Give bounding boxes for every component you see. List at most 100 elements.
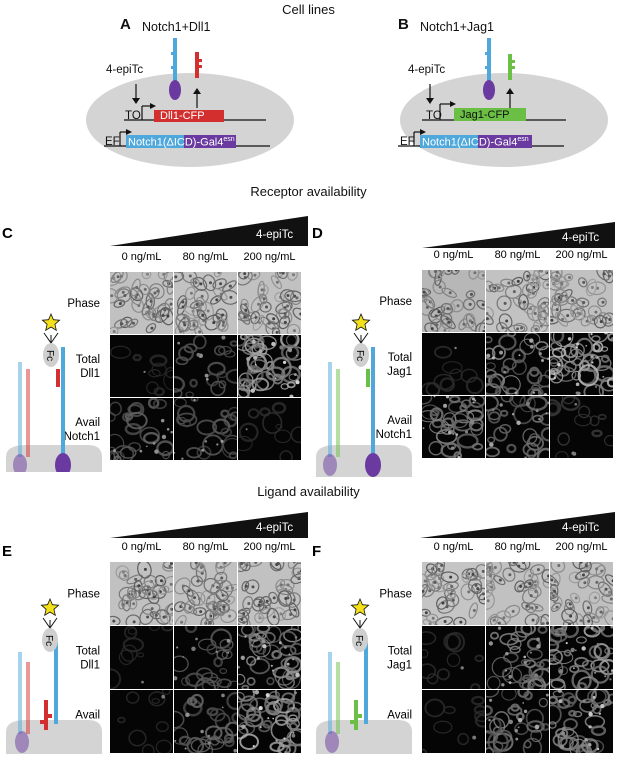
receptor-construct-text: Notch1(ΔICD)-Gal4 [422,136,518,149]
panel-b-letter: B [398,16,409,33]
row-label: Jag1 [387,660,412,672]
micrograph-tile [174,335,237,397]
row-label: Notch1 [64,431,100,443]
panel-a-inducer: 4-epiTc [106,64,144,76]
gal4-domain-icon [365,453,381,477]
micrograph-tile [550,270,613,332]
gal4-domain-icon [169,80,181,100]
binding-schematic: Fc [6,312,102,472]
row-label: Phase [379,589,412,601]
micrograph-tile [486,333,549,395]
panel-a-title: Notch1+Dll1 [142,20,211,34]
row-label: Total [76,354,100,366]
micrograph-tile [110,562,173,625]
micrograph-tile [422,690,485,753]
micrograph-tile [110,398,173,460]
fc-label: Fc [43,635,54,646]
wedge-inducer-label: 4-epiTc [562,522,599,534]
fc-domain-icon [42,628,58,652]
row-label: Phase [379,296,412,308]
receptor-construct-sup: esn [517,136,529,143]
gal4-domain-icon [483,80,495,100]
cell-lines-title: Cell lines [282,2,335,17]
jag1-ligand-icon [508,54,512,80]
concentration-wedge [110,512,308,538]
concentration-label: 200 ng/mL [556,249,608,261]
micrograph-tile [238,335,301,397]
wedge-inducer-label: 4-epiTc [256,522,293,534]
panel-a-to: TO [125,110,141,122]
fc-domain-icon [352,628,368,652]
receptor-construct-text: Notch1(ΔICD)-Gal4 [128,136,224,149]
fc-label: Fc [44,350,55,361]
micrograph-tile [550,690,613,753]
micrograph-tile [422,270,485,332]
ligand-availability-title: Ligand availability [257,484,360,499]
concentration-label: 0 ng/mL [434,541,474,553]
fluorophore-star-icon [351,312,371,332]
micrograph-tile [486,396,549,458]
row-label: Dll1 [80,368,100,380]
micrograph-tile [174,272,237,334]
micrograph-tile [174,562,237,625]
concentration-wedge [110,216,308,246]
dll1-cfp-gene [154,110,224,122]
binding-schematic: Fc [316,312,412,477]
micrograph-tile [110,335,173,397]
panel-a-letter: A [120,16,131,33]
concentration-label: 200 ng/mL [244,541,296,553]
notch-receptor-icon [371,347,375,457]
concentration-label: 200 ng/mL [244,251,296,263]
fluorophore-star-icon [41,312,61,332]
jag1-cfp-gene [454,108,526,121]
micrograph-tile [238,626,301,689]
micrograph-tile [238,272,301,334]
row-label: Avail [75,417,100,429]
row-label: Total [388,352,412,364]
concentration-label: 80 ng/mL [495,249,541,261]
fc-domain-icon [353,343,369,367]
row-label: Phase [67,298,100,310]
notch-receptor-icon [173,38,177,82]
micrograph-tile [174,398,237,460]
row-label: Avail [75,710,100,722]
panel-a-receptor-construct: Notch1(ΔICD)-Gal4esn [128,136,235,149]
concentration-wedge [422,222,615,248]
concentration-label: 0 ng/mL [122,251,162,263]
fc-label: Fc [353,635,364,646]
binding-schematic: Fc [316,597,412,754]
notch-probe-icon [364,642,368,724]
micrograph-tile [422,396,485,458]
micrograph-tile [550,626,613,689]
panel-letter: D [312,225,323,242]
row-label: Notch1 [376,429,412,441]
micrograph-tile [110,690,173,753]
row-label: Avail [387,710,412,722]
receptor-availability-title: Receptor availability [250,184,367,199]
panel-a-ef: EF [105,136,120,148]
concentration-label: 0 ng/mL [122,541,162,553]
micrograph-tile [238,562,301,625]
panel-b-ligand-construct: Jag1-CFP [460,109,510,121]
panel-b-to: TO [426,110,442,122]
ligand-icon [354,700,358,730]
micrograph-tile [486,690,549,753]
panel-b-schematic [398,38,608,167]
micrograph-tile [422,333,485,395]
micrograph-tile [422,562,485,625]
micrograph-tile [174,690,237,753]
micrograph-tile [110,626,173,689]
panel-b-title: Notch1+Jag1 [420,20,495,34]
row-label: Dll1 [80,660,100,672]
panel-b-receptor-construct: Notch1(ΔICD)-Gal4esn [422,136,529,149]
gal4-domain-icon [55,453,71,472]
wedge-inducer-label: 4-epiTc [256,229,293,241]
micrograph-tile [238,398,301,460]
fc-domain-icon [43,343,59,367]
panel-a-schematic [86,38,294,167]
notch-probe-icon [54,642,58,724]
